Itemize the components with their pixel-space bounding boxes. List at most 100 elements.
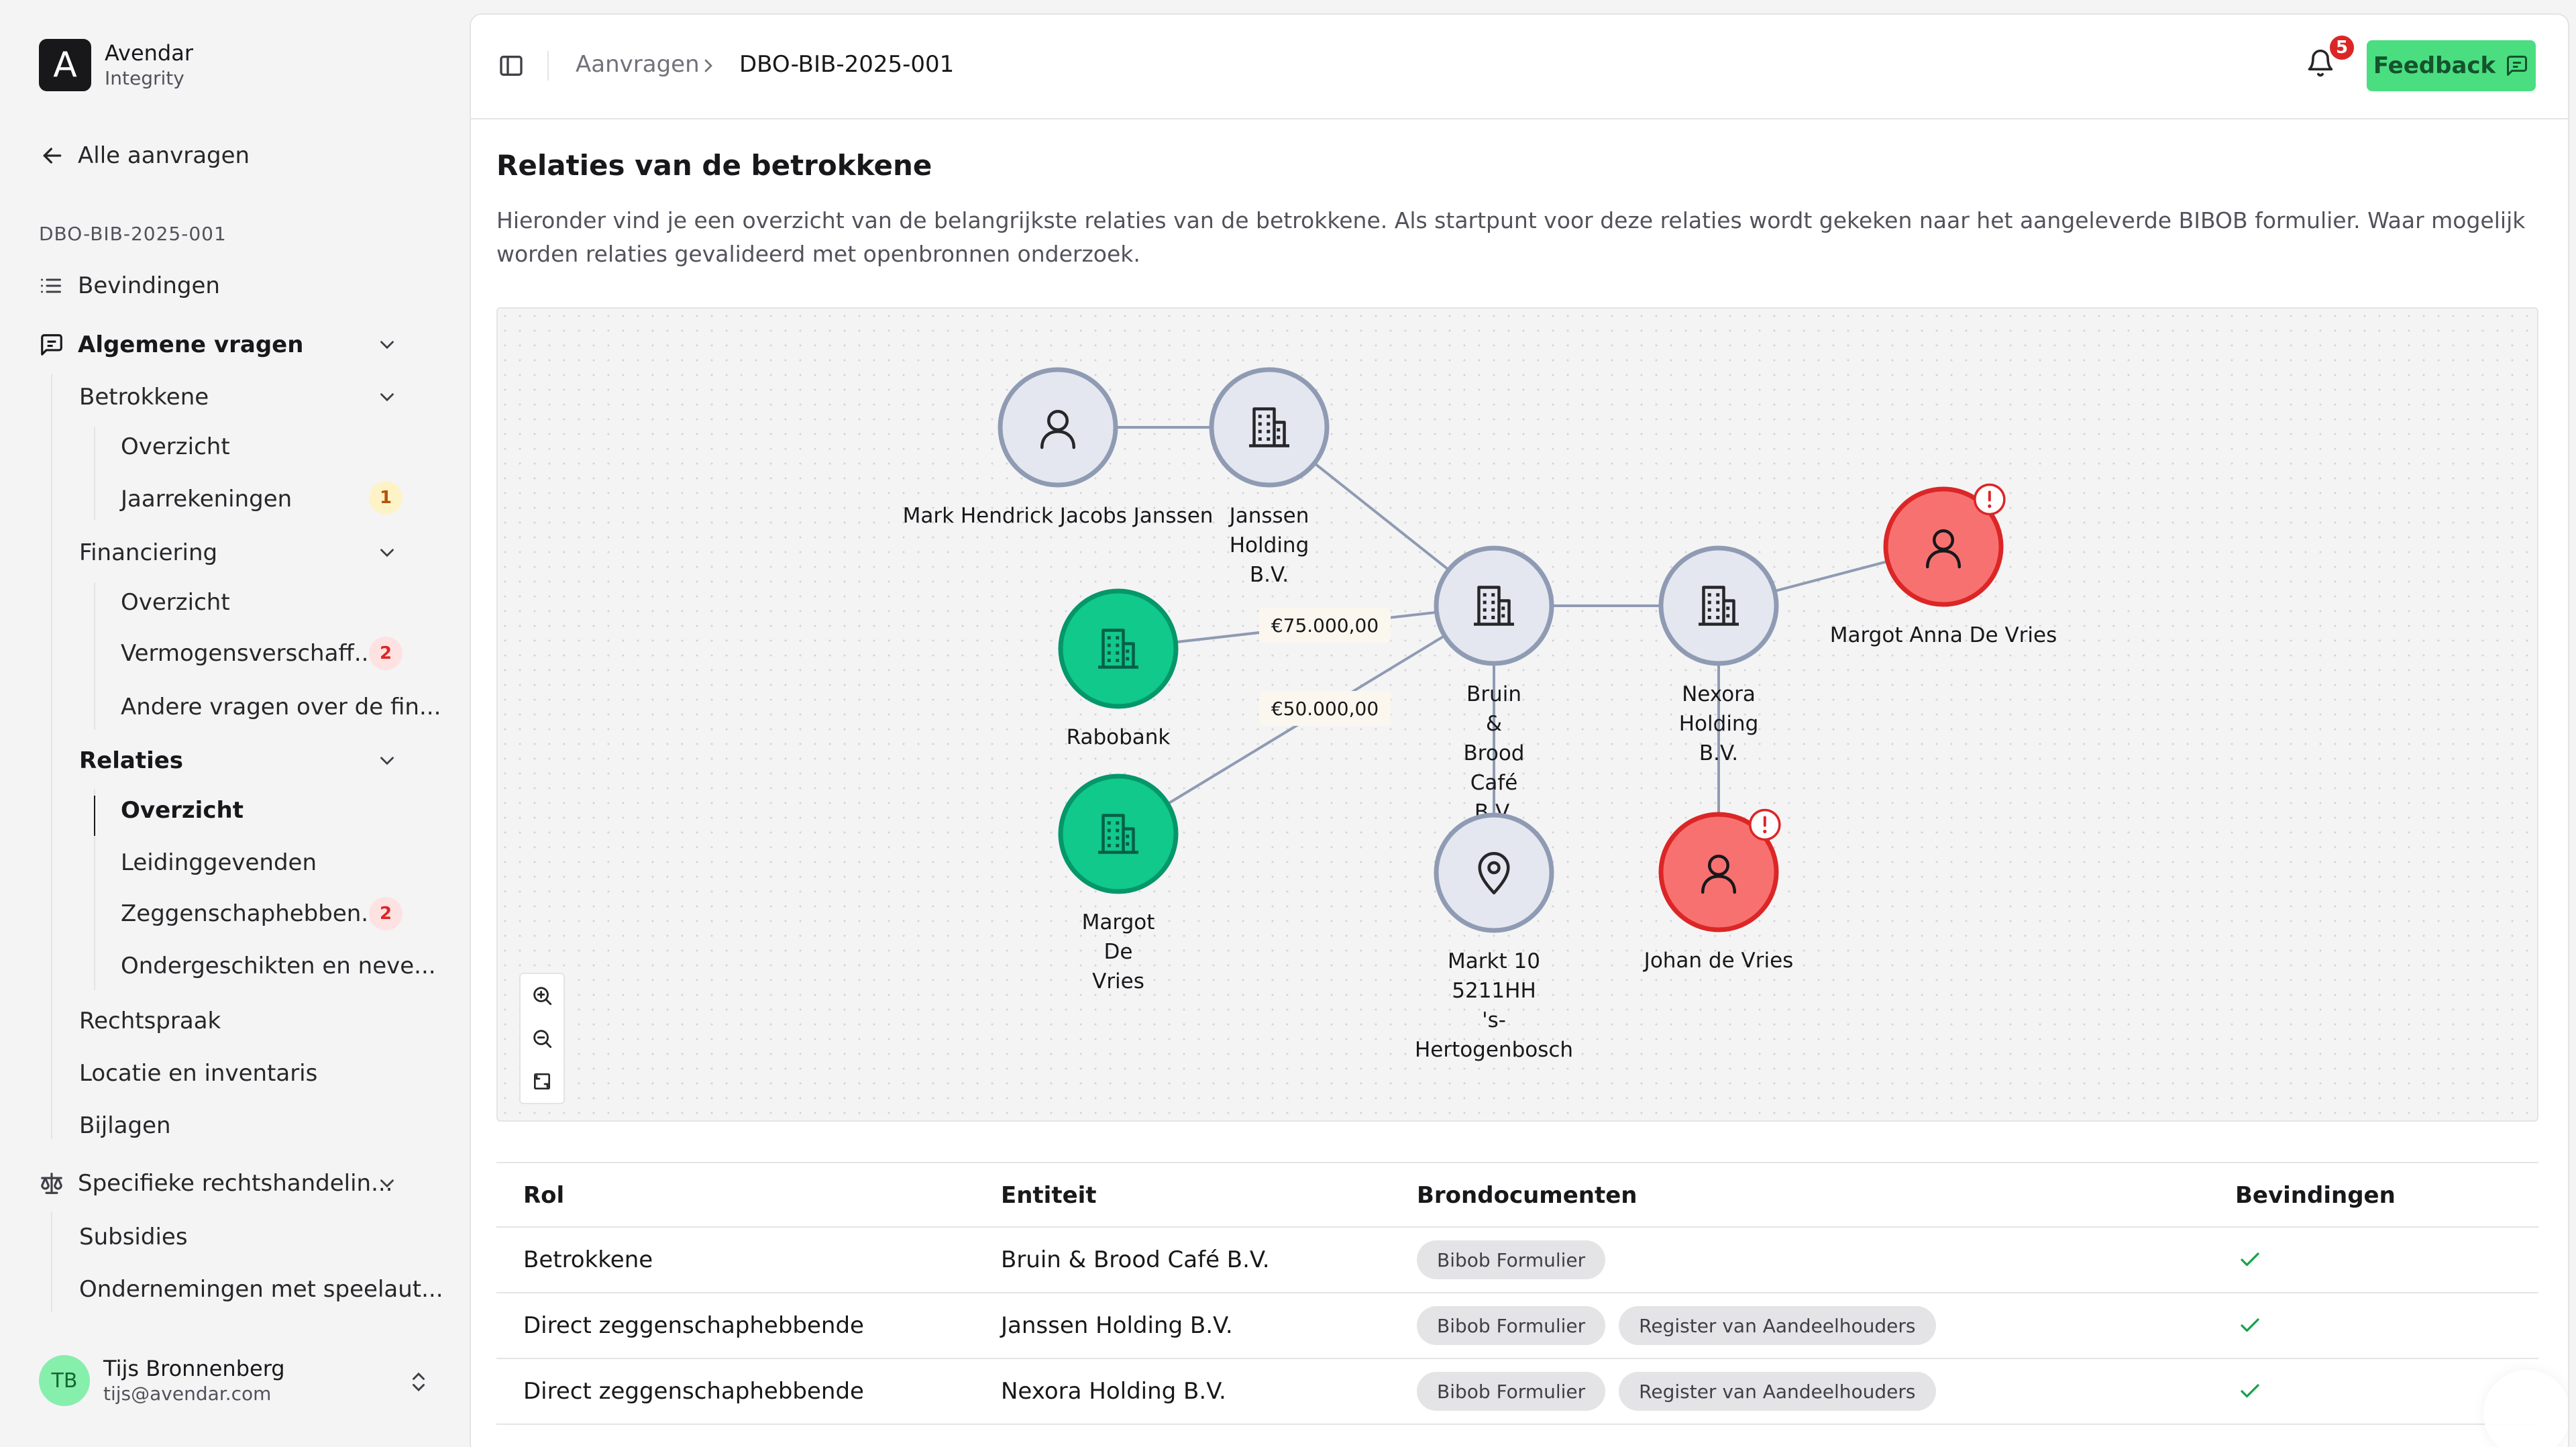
sidebar-group-label: Specifieke rechtshandelin...	[78, 1170, 393, 1197]
sidebar-group-algemene-vragen[interactable]: Algemene vragen	[39, 331, 415, 358]
sidebar-item-bevindingen[interactable]: Bevindingen	[39, 272, 220, 299]
document-pill[interactable]: Register van Aandeelhouders	[1619, 1372, 1936, 1411]
sidebar-item-bijlagen[interactable]: Bijlagen	[79, 1112, 171, 1139]
bell-icon[interactable]	[2306, 48, 2335, 78]
edge-label: €75.000,00	[1259, 607, 1391, 643]
sidebar-group-relaties[interactable]: Relaties	[79, 747, 415, 774]
chevron-down-icon	[380, 757, 394, 765]
column-header-findings[interactable]: Bevindingen	[2235, 1182, 2396, 1209]
zoom-controls	[519, 973, 565, 1104]
sidebar-item-rechtspraak[interactable]: Rechtspraak	[79, 1008, 221, 1034]
sidebar-group-financiering[interactable]: Financiering	[79, 539, 415, 566]
main-panel: Aanvragen DBO-BIB-2025-001 5 Feedback Re…	[470, 13, 2569, 1447]
topbar: Aanvragen DBO-BIB-2025-001 5 Feedback	[471, 15, 2568, 119]
cell-role: Betrokkene	[523, 1246, 653, 1273]
chevron-down-icon	[380, 1179, 394, 1188]
sidebar-item-subsidies[interactable]: Subsidies	[79, 1224, 188, 1250]
graph-node-johan[interactable]: Johan de Vries	[1643, 808, 1794, 973]
case-id: DBO-BIB-2025-001	[39, 223, 227, 245]
feedback-label: Feedback	[2373, 52, 2496, 79]
cell-role: Direct zeggenschaphebbende	[523, 1378, 864, 1405]
building-icon	[1098, 629, 1138, 669]
zoom-out-icon	[533, 1030, 552, 1049]
sidebar-group-specifieke[interactable]: Specifieke rechtshandelin...	[39, 1170, 415, 1197]
graph-node-margotanna[interactable]: Margot Anna De Vries	[1830, 483, 2057, 647]
sidebar-item-vermogensverschaffing[interactable]: Vermogensverschaff...	[121, 640, 376, 667]
column-header-role[interactable]: Rol	[523, 1182, 565, 1209]
sidebar-toggle-icon[interactable]	[498, 52, 525, 79]
help-widget[interactable]	[2483, 1370, 2568, 1447]
sidebar-item-label: Rechtspraak	[79, 1008, 221, 1034]
person-icon	[1040, 410, 1075, 449]
cell-documents: Bibob Formulier	[1417, 1228, 1619, 1292]
fit-view-button[interactable]	[521, 1060, 564, 1103]
breadcrumb-current: DBO-BIB-2025-001	[739, 51, 955, 78]
sidebar: A Avendar Integrity Alle aanvragen DBO-B…	[0, 0, 470, 1447]
cell-entity: Janssen Holding B.V.	[1001, 1312, 1233, 1339]
feedback-button[interactable]: Feedback	[2367, 40, 2536, 91]
sidebar-item-leidinggevenden[interactable]: Leidinggevenden	[121, 849, 317, 876]
sidebar-item-label: Subsidies	[79, 1224, 188, 1250]
sidebar-item-relaties-overzicht[interactable]: Overzicht	[121, 797, 244, 824]
brand[interactable]: A Avendar Integrity	[39, 39, 193, 91]
document-pill[interactable]: Bibob Formulier	[1417, 1372, 1606, 1411]
sidebar-item-zeggenschaphebbenden[interactable]: Zeggenschaphebben...	[121, 900, 383, 927]
building-icon	[1249, 407, 1289, 447]
brand-subtitle: Integrity	[105, 67, 184, 89]
sidebar-item-jaarrekeningen[interactable]: Jaarrekeningen	[121, 486, 292, 513]
section-title: Relaties van de betrokkene	[496, 149, 932, 182]
sidebar-item-label: Overzicht	[121, 589, 230, 616]
sidebar-item-ondernemingen[interactable]: Ondernemingen met speelaut...	[79, 1276, 443, 1303]
cell-entity: Nexora Holding B.V.	[1001, 1378, 1226, 1405]
sidebar-group-label: Financiering	[79, 539, 218, 566]
sidebar-item-label: Bevindingen	[78, 272, 220, 299]
user-name: Tijs Bronnenberg	[103, 1356, 285, 1381]
breadcrumb-parent[interactable]: Aanvragen	[576, 51, 700, 78]
zoom-in-button[interactable]	[521, 974, 564, 1017]
sidebar-group-label: Relaties	[79, 747, 184, 774]
brand-name: Avendar	[105, 40, 193, 66]
alert-icon	[1749, 808, 1781, 841]
table-row[interactable]: Direct zeggenschaphebbende Nexora Holding…	[496, 1359, 2538, 1425]
sidebar-item-label: Bijlagen	[79, 1112, 171, 1139]
zoom-out-button[interactable]	[521, 1017, 564, 1060]
building-icon	[1098, 814, 1138, 854]
sidebar-item-locatie[interactable]: Locatie en inventaris	[79, 1060, 317, 1087]
graph-node-mark[interactable]: Mark Hendrick Jacobs Janssen	[903, 367, 1214, 528]
cell-documents: Bibob Formulier Register van Aandeelhoude…	[1417, 1359, 1949, 1424]
cell-findings	[2235, 1293, 2262, 1358]
sidebar-item-financiering-overzicht[interactable]: Overzicht	[121, 589, 230, 616]
user-menu[interactable]: TB Tijs Bronnenberg tijs@avendar.com	[39, 1355, 285, 1406]
column-header-entity[interactable]: Entiteit	[1001, 1182, 1097, 1209]
graph-node-rabobank[interactable]: Rabobank	[1058, 588, 1179, 749]
back-link[interactable]: Alle aanvragen	[39, 142, 250, 169]
logo: A	[39, 39, 91, 91]
sidebar-item-label: Overzicht	[121, 797, 244, 824]
section-description: Hieronder vind je een overzicht van de b…	[496, 207, 2526, 267]
document-pill[interactable]: Bibob Formulier	[1417, 1306, 1606, 1345]
sidebar-item-andere-vragen[interactable]: Andere vragen over de fin...	[121, 694, 441, 720]
column-header-docs[interactable]: Brondocumenten	[1417, 1182, 1638, 1209]
chevrons-up-down-icon[interactable]	[407, 1370, 431, 1394]
sidebar-item-ondergeschikten[interactable]: Ondergeschikten en neve...	[121, 953, 436, 979]
sidebar-item-betrokkene-overzicht[interactable]: Overzicht	[121, 433, 230, 460]
count-badge: 2	[369, 637, 402, 670]
document-pill[interactable]: Register van Aandeelhouders	[1619, 1306, 1936, 1345]
sidebar-group-betrokkene[interactable]: Betrokkene	[79, 384, 415, 411]
document-pill[interactable]: Bibob Formulier	[1417, 1240, 1606, 1279]
sidebar-group-label: Betrokkene	[79, 384, 209, 411]
message-square-icon	[41, 334, 62, 356]
count-badge: 2	[369, 897, 402, 930]
